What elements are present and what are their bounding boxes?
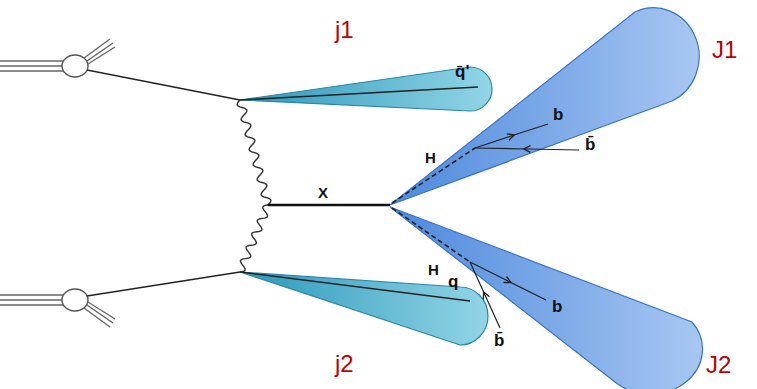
jet-label: J2 [706,353,731,377]
b-quark-line [470,262,500,328]
higgs-line [392,208,470,262]
fat-jet-cone: J1Hb b̄ [380,0,745,215]
jet-outline [390,8,699,205]
quark-line [240,272,470,301]
proton-blob [62,55,88,77]
jet-shape [380,195,745,389]
quark-label: b̄ [585,136,595,153]
x-propagator [268,204,390,206]
fat-jet-cone: Hb b̄ J2 [380,195,745,389]
particle-label: X [318,185,328,200]
boson-wavy [240,205,268,272]
b-quark-line [470,262,546,300]
higgs-label: H [428,262,439,277]
small-jet-cone: j1 q̄' [230,15,500,115]
proton-blob [62,289,88,311]
higgs-label: H [425,150,436,165]
quark-label: q [448,273,458,290]
quark-label: q̄' [455,63,469,80]
quark-label: b̄ [494,332,504,349]
quark-line [87,272,240,296]
quark-line [240,87,478,100]
jet-outline [240,272,488,345]
boson-wavy [237,100,271,205]
proton-beam [0,295,115,327]
jet-label: J1 [712,38,737,62]
higgs-line [392,148,475,203]
jet-outline [240,67,492,111]
b-quark-line [475,124,548,148]
proton-beam [0,39,115,71]
b-quark-line [475,148,579,150]
jet-shape [230,255,500,385]
quark-line [87,70,240,100]
jet-label: j1 [335,18,354,42]
quark-label: b [552,298,562,315]
small-jet-cone: q j2 [230,255,500,385]
jet-label: j2 [335,352,354,376]
jet-outline [390,207,703,389]
quark-label: b [553,106,563,123]
